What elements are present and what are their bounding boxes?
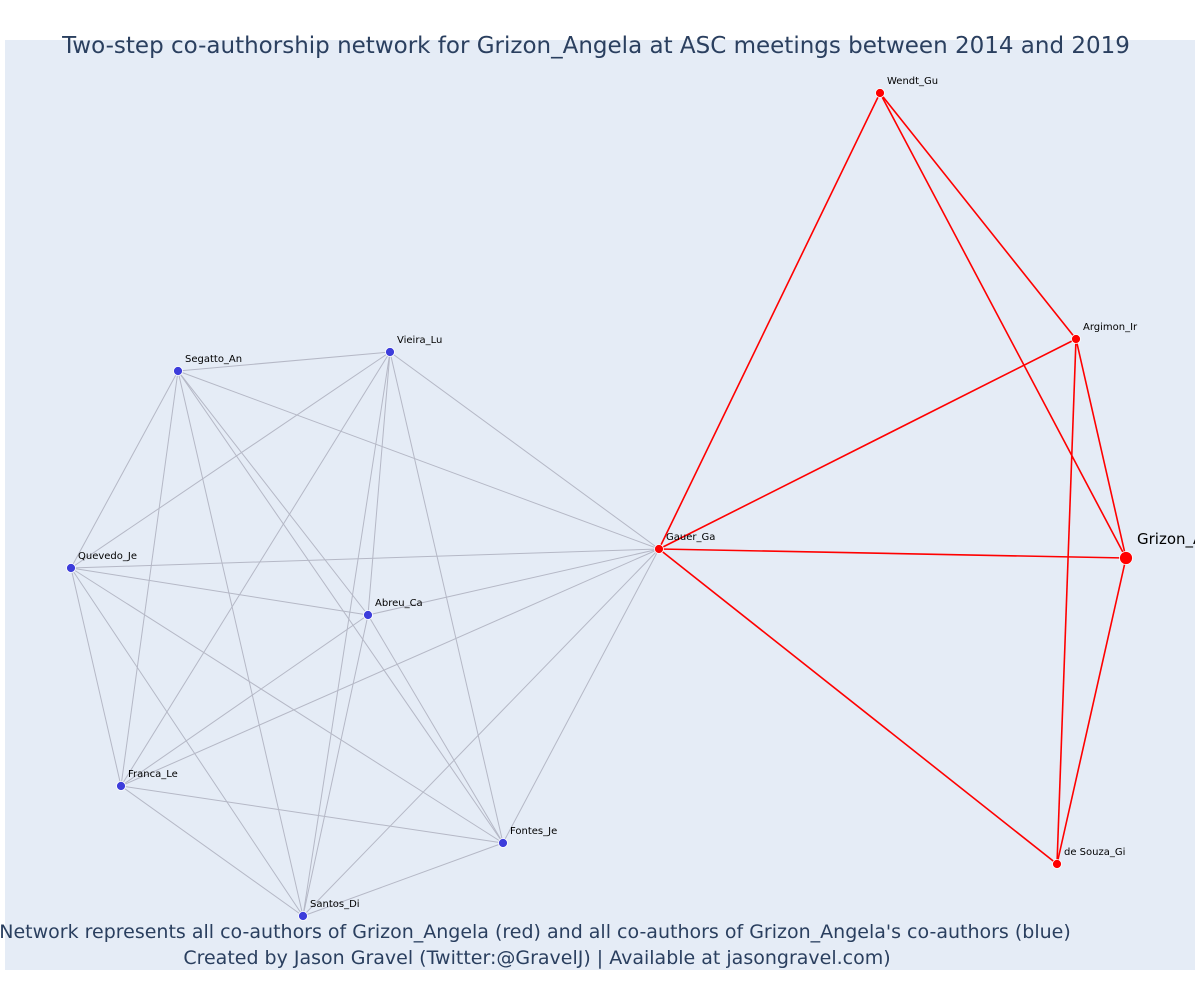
- edge-argimon-ir-de-souza-gi: [1056, 338, 1077, 865]
- node-label-santos-di: Santos_Di: [310, 899, 360, 910]
- edge-franca-le-santos-di: [120, 785, 304, 917]
- edge-wendt-gu-gauer-ga: [658, 92, 881, 550]
- edge-quevedo-je-fontes-je: [70, 567, 504, 844]
- edge-argimon-ir-grizon-angela: [1075, 338, 1127, 559]
- node-label-segatto-an: Segatto_An: [185, 354, 242, 365]
- edge-wendt-gu-argimon-ir: [879, 92, 1077, 340]
- plot-background: [5, 40, 1195, 970]
- node-label-argimon-ir: Argimon_Ir: [1083, 322, 1138, 333]
- gray-edges: [70, 351, 660, 917]
- node-vieira-lu[interactable]: [385, 347, 395, 357]
- edge-abreu-ca-fontes-je: [367, 614, 504, 844]
- edge-wendt-gu-grizon-angela: [879, 92, 1127, 559]
- edge-abreu-ca-santos-di: [302, 614, 369, 917]
- edge-vieira-lu-gauer-ga: [389, 351, 660, 550]
- edge-gauer-ga-de-souza-gi: [658, 548, 1058, 865]
- node-abreu-ca[interactable]: [363, 610, 373, 620]
- edge-quevedo-je-santos-di: [70, 567, 304, 917]
- edge-fontes-je-gauer-ga: [502, 548, 660, 844]
- edge-segatto-an-gauer-ga: [177, 370, 660, 550]
- edge-segatto-an-vieira-lu: [177, 351, 391, 372]
- node-label-de-souza-gi: de Souza_Gi: [1064, 847, 1125, 858]
- node-de-souza-gi[interactable]: [1052, 859, 1062, 869]
- footer-line-2: Created by Jason Gravel (Twitter:@Gravel…: [183, 947, 890, 969]
- edge-segatto-an-quevedo-je: [70, 370, 179, 569]
- node-franca-le[interactable]: [116, 781, 126, 791]
- node-label-fontes-je: Fontes_Je: [510, 826, 557, 837]
- node-argimon-ir[interactable]: [1071, 334, 1081, 344]
- node-label-abreu-ca: Abreu_Ca: [375, 598, 423, 609]
- edge-gauer-ga-grizon-angela: [658, 548, 1127, 559]
- edge-vieira-lu-abreu-ca: [367, 351, 391, 616]
- node-label-quevedo-je: Quevedo_Je: [78, 551, 137, 562]
- edge-argimon-ir-gauer-ga: [658, 338, 1077, 550]
- edge-franca-le-fontes-je: [120, 785, 504, 844]
- node-label-vieira-lu: Vieira_Lu: [397, 335, 442, 346]
- nodes: [66, 88, 1133, 921]
- node-santos-di[interactable]: [298, 911, 308, 921]
- edge-quevedo-je-gauer-ga: [70, 548, 660, 569]
- node-label-wendt-gu: Wendt_Gu: [887, 76, 938, 87]
- edge-vieira-lu-quevedo-je: [70, 351, 391, 569]
- node-label-gauer-ga: Gauer_Ga: [666, 532, 715, 543]
- node-label-grizon-angela: Grizon_A: [1137, 530, 1200, 549]
- edge-quevedo-je-abreu-ca: [70, 567, 369, 616]
- red-edges: [658, 92, 1127, 865]
- edge-santos-di-fontes-je: [302, 842, 504, 917]
- edge-quevedo-je-franca-le: [70, 567, 122, 787]
- edge-segatto-an-fontes-je: [177, 370, 504, 844]
- node-label-franca-le: Franca_Le: [128, 769, 178, 780]
- node-grizon-angela[interactable]: [1119, 551, 1133, 565]
- edge-franca-le-gauer-ga: [120, 548, 660, 787]
- node-wendt-gu[interactable]: [875, 88, 885, 98]
- node-quevedo-je[interactable]: [66, 563, 76, 573]
- footer-line-1: Network represents all co-authors of Gri…: [0, 921, 1071, 943]
- edge-abreu-ca-gauer-ga: [367, 548, 660, 616]
- edge-santos-di-gauer-ga: [302, 548, 660, 917]
- node-fontes-je[interactable]: [498, 838, 508, 848]
- node-gauer-ga[interactable]: [654, 544, 664, 554]
- node-segatto-an[interactable]: [173, 366, 183, 376]
- edge-abreu-ca-franca-le: [120, 614, 369, 787]
- chart-title: Two-step co-authorship network for Grizo…: [61, 33, 1130, 59]
- edge-segatto-an-franca-le: [120, 370, 179, 787]
- edge-vieira-lu-santos-di: [302, 351, 391, 917]
- edge-de-souza-gi-grizon-angela: [1056, 557, 1127, 865]
- edge-vieira-lu-franca-le: [120, 351, 391, 787]
- edge-segatto-an-abreu-ca: [177, 370, 369, 616]
- edge-segatto-an-santos-di: [177, 370, 304, 917]
